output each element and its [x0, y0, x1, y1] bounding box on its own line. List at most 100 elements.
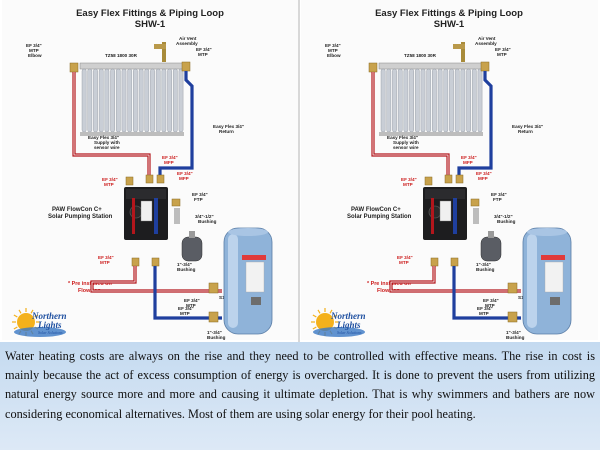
ef-mfp-b-label-2: MFP — [463, 160, 473, 165]
storage-tank — [223, 227, 273, 335]
ef-mfp-c-label-2: MFP — [179, 176, 189, 181]
ef-elbow-label-3: Elbow — [327, 53, 341, 58]
bushing-2-label-2: Bushing — [177, 267, 196, 272]
bushing-1-label-1: 3/4"-1/2" — [195, 214, 214, 219]
tank-return-pipe — [452, 266, 521, 320]
expansion-tank — [480, 231, 502, 262]
ef-ftp-label-1: EF 3/4" — [192, 192, 208, 197]
bushing-2-label-1: 1"-3/4" — [177, 262, 192, 267]
bushing-1-label-2: Bushing — [497, 219, 516, 224]
air-vent-label-1: Air Vent — [478, 36, 496, 41]
ef-mtp-d-label-1: EF 3/4" — [98, 255, 114, 260]
bushing-3-label-1: 1"-3/4" — [506, 330, 521, 335]
bushing-1-label-1: 3/4"-1/2" — [494, 214, 513, 219]
ef-mfp-c-label-2: MFP — [478, 176, 488, 181]
ef-mfp-c-label-1: EF 3/4" — [476, 171, 492, 176]
solar-collector — [79, 62, 185, 136]
station-label-2: Solar Pumping Station — [347, 214, 412, 220]
ef-mtp-d-label-1: EF 3/4" — [397, 255, 413, 260]
ef-mtp-f-label-1: EF 3/4" — [178, 306, 194, 311]
ef-mtp-a-label-1: EF 3/4" — [401, 177, 417, 182]
tank-supply-pipe — [389, 266, 521, 293]
caption-box: Water heating costs are always on the ri… — [0, 342, 600, 450]
preinstalled-label-2: FlowCon — [78, 288, 101, 294]
supply-label-1: Easy Flex 3/4" — [387, 135, 418, 140]
tank-supply-pipe — [90, 266, 222, 293]
air-vent-label-2: Assembly — [176, 41, 198, 46]
supply-label-1: Easy Flex 3/4" — [88, 135, 119, 140]
diagram-panel-left: Easy Flex Fittings & Piping Loop SHW-1 T… — [2, 0, 299, 340]
hot-supply-pipe — [72, 72, 151, 175]
ef-mtp-top-fitting — [480, 61, 490, 72]
diagram-subtitle: SHW-1 — [135, 19, 166, 30]
ef-mtp-e-label-2: MTP — [186, 303, 196, 308]
piping-diagram: Easy Flex Fittings & Piping Loop SHW-1 T… — [311, 8, 572, 340]
diagram-title: Easy Flex Fittings & Piping Loop — [76, 8, 224, 19]
ef-mtp-a-label-2: MTP — [104, 182, 114, 187]
ef-mtp-f-label-2: MTP — [479, 311, 489, 316]
ef-mtp-d-label-2: MTP — [100, 260, 110, 265]
supply-label-3: sensor wire — [94, 145, 120, 150]
logo-text-3: Solar Solutions — [38, 330, 63, 335]
ef-mtp-e-label-2: MTP — [485, 303, 495, 308]
ef-ftp-label-2: FTP — [493, 197, 502, 202]
pumping-station — [423, 187, 467, 240]
logo-text-3: Solar Solutions — [337, 330, 362, 335]
solar-collector — [378, 62, 484, 136]
bushing-3-label-2: Bushing — [506, 335, 525, 340]
panel-divider — [298, 0, 300, 342]
return-label-1: Easy Flex 3/4" — [512, 124, 543, 129]
station-bottom-fittings — [131, 257, 160, 267]
ef-mtp-e-label-1: EF 3/4" — [483, 298, 499, 303]
northern-lights-logo — [311, 308, 365, 337]
diagram-panel-right: Easy Flex Fittings & Piping Loop SHW-1 T… — [301, 0, 598, 340]
station-label-1: PAW FlowCon C+ — [351, 207, 401, 213]
tank-fittings — [208, 282, 219, 323]
ef-mfp-b-label-1: EF 3/4" — [162, 155, 178, 160]
hot-supply-pipe — [371, 72, 450, 175]
ef-mtp-top-label-2: MTP — [198, 52, 208, 57]
supply-label-3: sensor wire — [393, 145, 419, 150]
ef-mtp-top-label-1: EF 3/4" — [196, 47, 212, 52]
ef-elbow-fitting — [368, 62, 378, 73]
ef-elbow-label-1: EF 3/4" — [325, 43, 341, 48]
ef-mfp-b-label-2: MFP — [164, 160, 174, 165]
northern-lights-logo — [12, 308, 66, 337]
station-label-1: PAW FlowCon C+ — [52, 207, 102, 213]
ef-elbow-fitting — [69, 62, 79, 73]
ftp-fittings — [171, 198, 181, 224]
ef-mfp-c-label-1: EF 3/4" — [177, 171, 193, 176]
storage-tank — [522, 227, 572, 335]
ef-elbow-label-3: Elbow — [28, 53, 42, 58]
tank-return-pipe — [153, 266, 222, 320]
return-label-2: Return — [518, 129, 533, 134]
ef-elbow-label-1: EF 3/4" — [26, 43, 42, 48]
bushing-1-label-2: Bushing — [198, 219, 217, 224]
ef-mtp-a-label-1: EF 3/4" — [102, 177, 118, 182]
pumping-station — [124, 187, 168, 240]
piping-diagram: Easy Flex Fittings & Piping Loop SHW-1 T… — [12, 8, 273, 340]
air-vent-label-1: Air Vent — [179, 36, 197, 41]
air-vent-assembly — [453, 42, 465, 62]
ef-mtp-f-label-2: MTP — [180, 311, 190, 316]
preinstalled-label-1: * Pre installed on — [367, 281, 411, 287]
collector-label: TZ58 1800 30R — [404, 53, 437, 58]
ef-mtp-top-label-2: MTP — [497, 52, 507, 57]
logo-text-2: Lights — [37, 320, 62, 330]
expansion-tank — [181, 231, 203, 262]
ef-mtp-e-label-1: EF 3/4" — [184, 298, 200, 303]
ef-elbow-label-2: MTP — [328, 48, 338, 53]
bushing-2-label-2: Bushing — [476, 267, 495, 272]
ef-mtp-top-label-1: EF 3/4" — [495, 47, 511, 52]
collector-label: TZ58 1800 30R — [105, 53, 138, 58]
preinstalled-label-2: FlowCon — [377, 288, 400, 294]
air-vent-label-2: Assembly — [475, 41, 497, 46]
station-top-fittings — [424, 174, 464, 186]
bushing-2-label-1: 1"-3/4" — [476, 262, 491, 267]
ef-mfp-b-label-1: EF 3/4" — [461, 155, 477, 160]
tank-fittings — [507, 282, 518, 323]
station-label-2: Solar Pumping Station — [48, 214, 113, 220]
ef-mtp-f-label-1: EF 3/4" — [477, 306, 493, 311]
station-top-fittings — [125, 174, 165, 186]
station-bottom-fittings — [430, 257, 459, 267]
